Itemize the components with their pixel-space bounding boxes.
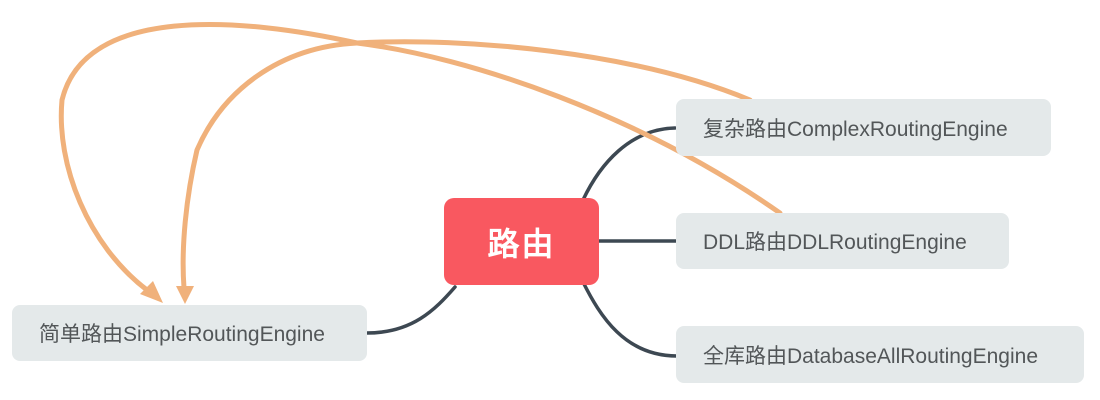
node-label: 复杂路由ComplexRoutingEngine (703, 117, 1008, 141)
node-ddl-routing-engine[interactable]: DDL路由DDLRoutingEngine (676, 213, 1009, 269)
connector-root-to-simple (365, 285, 457, 335)
arrowhead-complex-to-simple (176, 286, 194, 304)
root-node-routing[interactable]: 路由 (444, 198, 599, 285)
arrow-complex-to-simple (180, 39, 753, 291)
connector-root-to-dball (581, 280, 679, 358)
node-simple-routing-engine[interactable]: 简单路由SimpleRoutingEngine (12, 305, 367, 361)
arrow-ddl-to-simple (58, 21, 783, 293)
arrowhead-ddl-to-simple (140, 281, 163, 303)
node-label: DDL路由DDLRoutingEngine (703, 231, 967, 254)
root-node-label: 路由 (487, 225, 556, 262)
connector-root-to-complex (581, 126, 677, 202)
node-database-all-routing-engine[interactable]: 全库路由DatabaseAllRoutingEngine (676, 326, 1084, 383)
node-label: 全库路由DatabaseAllRoutingEngine (703, 344, 1039, 368)
node-complex-routing-engine[interactable]: 复杂路由ComplexRoutingEngine (676, 99, 1051, 156)
node-label: 简单路由SimpleRoutingEngine (39, 323, 325, 346)
